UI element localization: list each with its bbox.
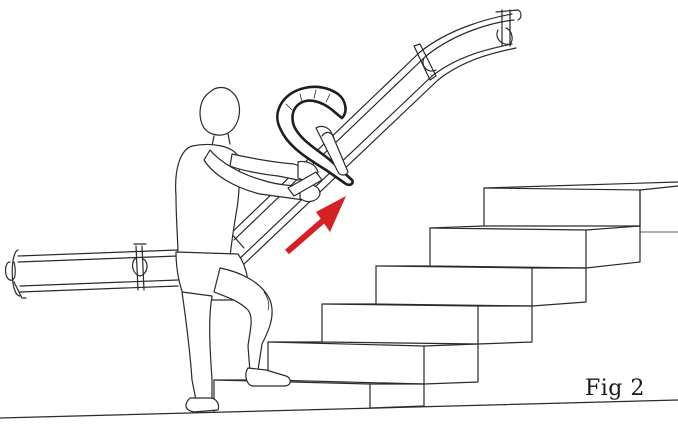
rail-end-cap-left: [6, 262, 16, 280]
left-rail: [6, 244, 179, 298]
arrow-up-right-icon: [287, 218, 326, 252]
staircase: [0, 182, 678, 418]
floor-line: [0, 400, 678, 418]
person-foot-front: [246, 368, 290, 386]
stair-step-6: [484, 182, 678, 190]
rail-bracket-upper: [414, 44, 436, 80]
stair-step-5: [430, 226, 640, 230]
person-head: [200, 88, 239, 136]
person-foot-back: [186, 398, 219, 412]
stair-step-1: [214, 380, 424, 384]
figure-label: Fig 2: [585, 376, 645, 401]
person-leg-back: [182, 292, 212, 400]
incline-rail: [224, 10, 521, 266]
rail-handle[interactable]: [277, 87, 352, 196]
person-leg-front: [214, 268, 272, 372]
